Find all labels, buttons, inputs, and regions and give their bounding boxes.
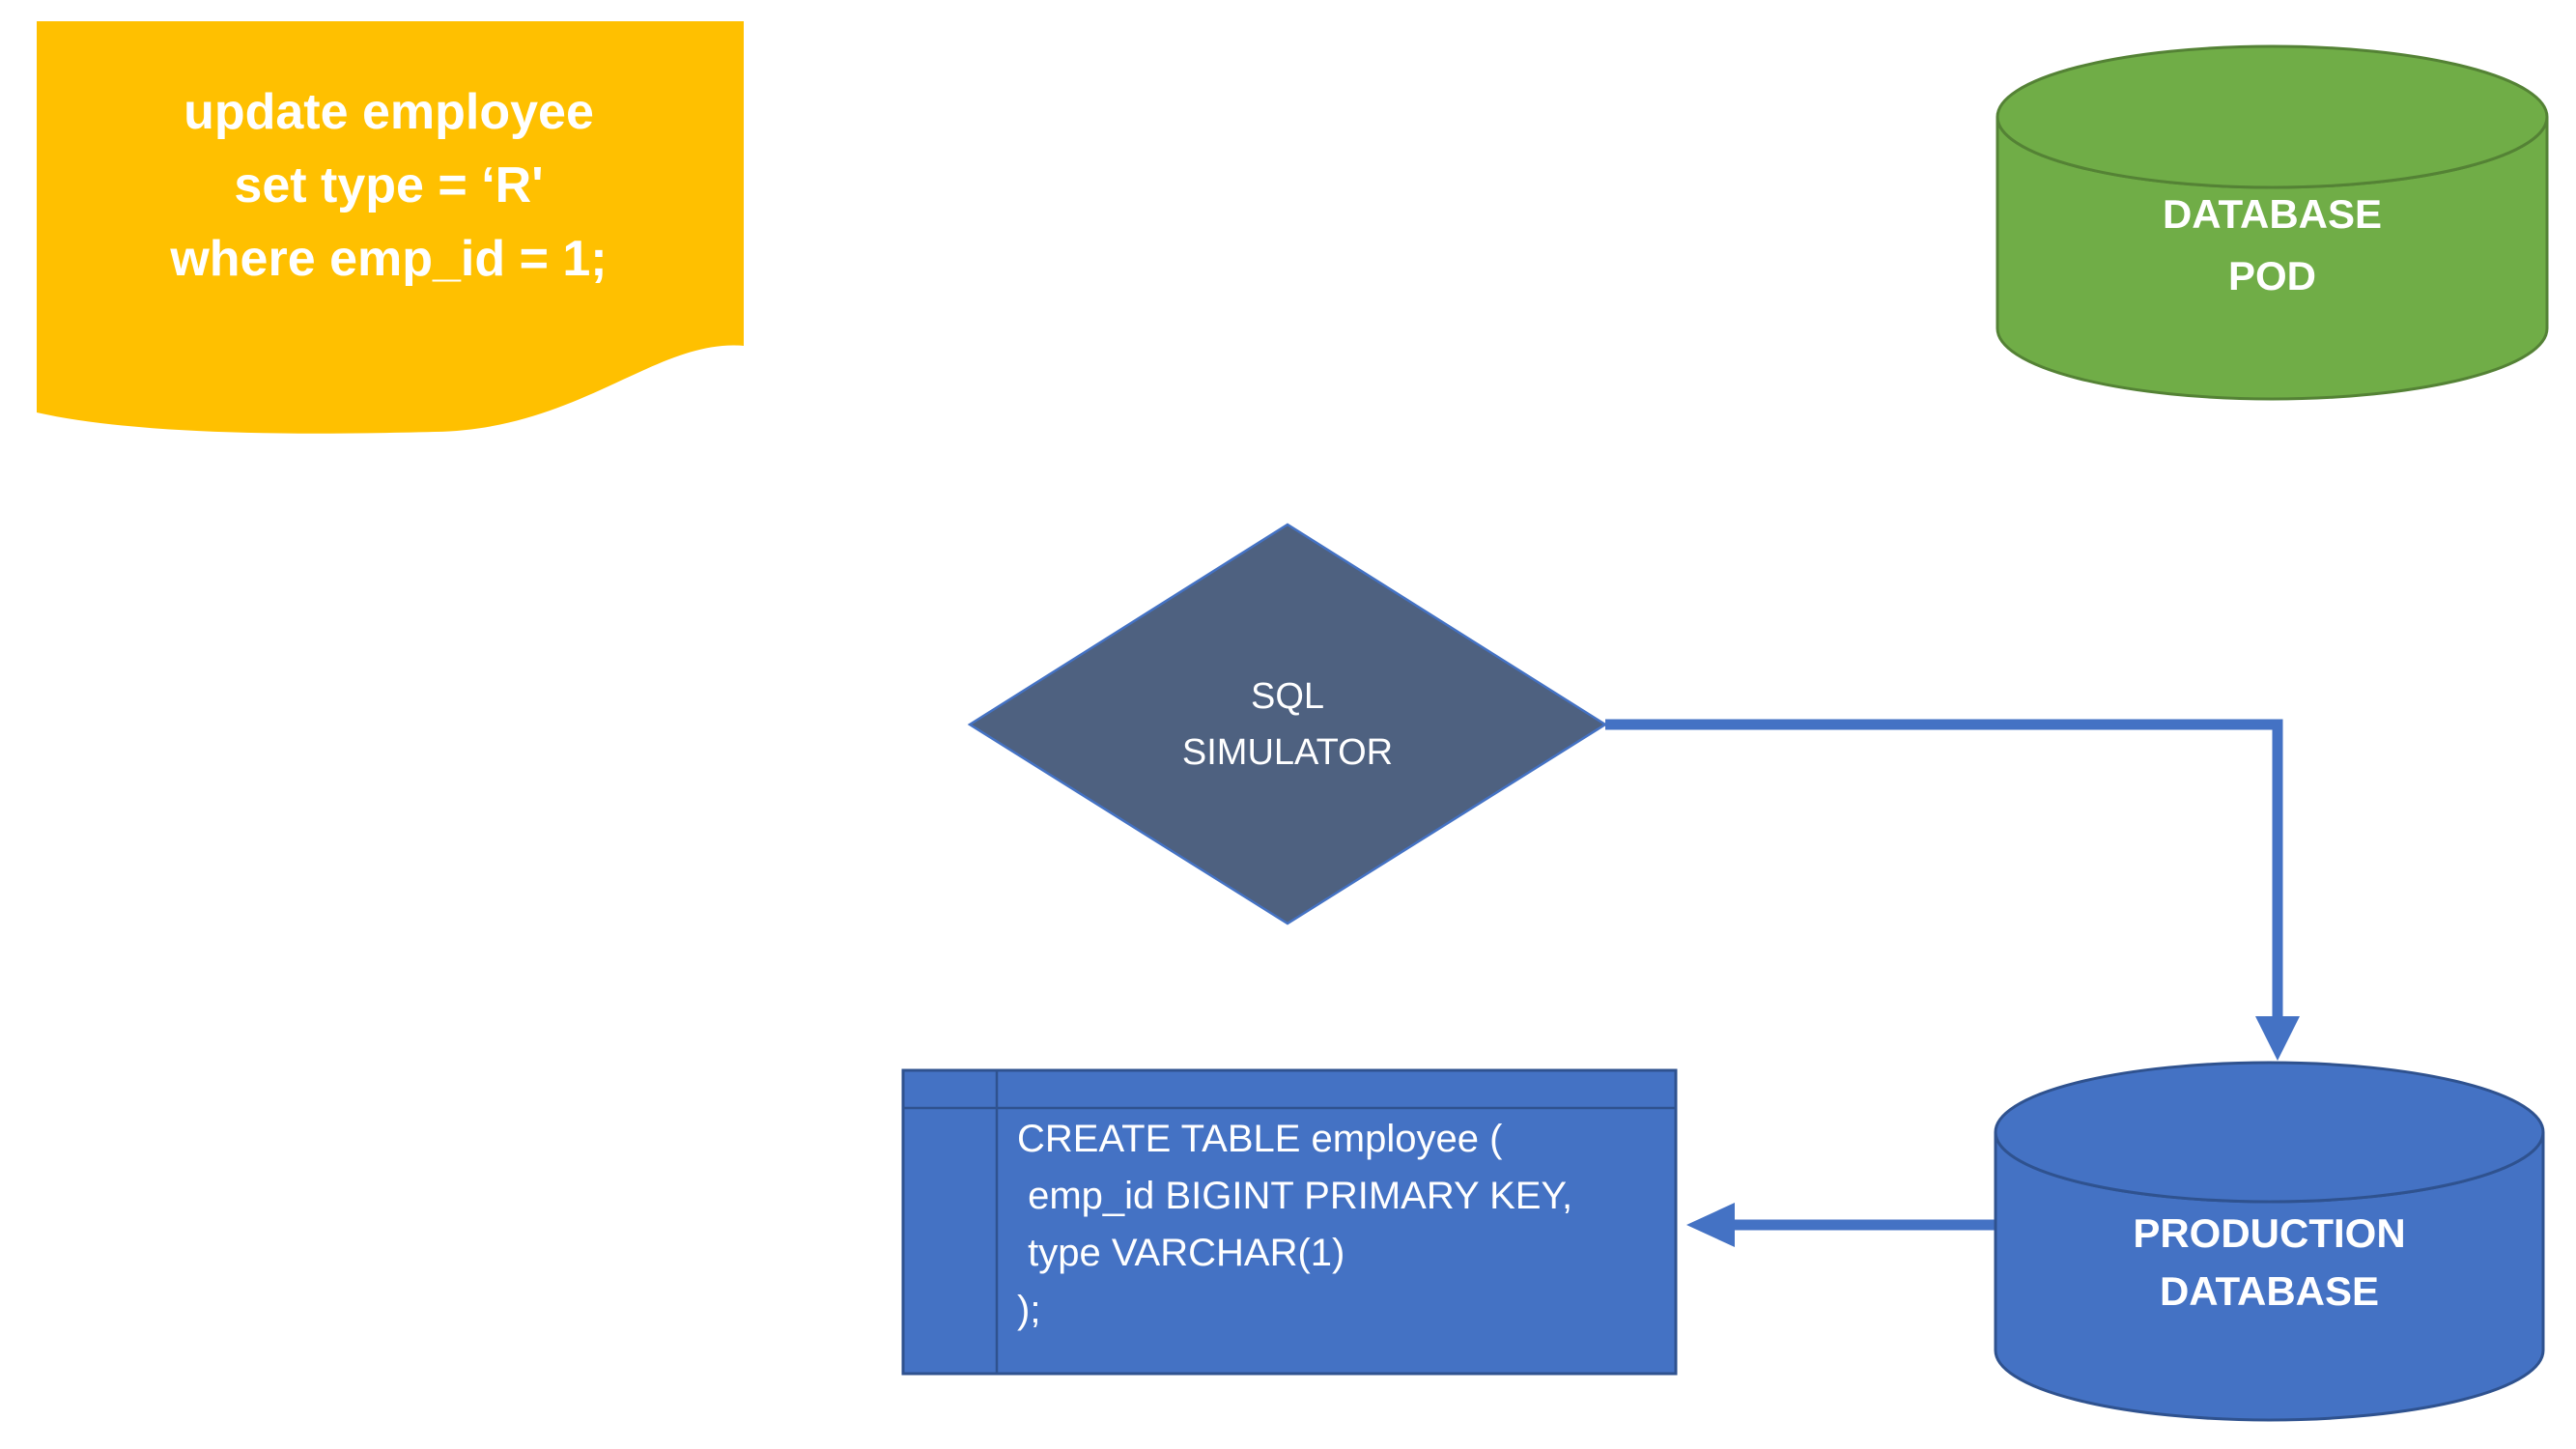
- label-line: SQL: [1250, 676, 1325, 717]
- connector-simulator-to-production: [1605, 719, 2300, 1061]
- left-arrowhead-icon: [1686, 1203, 1735, 1247]
- database-pod-label: DATABASE POD: [1997, 184, 2547, 307]
- code-line: );: [1017, 1289, 1041, 1331]
- production-database-cylinder: [1994, 1061, 2545, 1422]
- label-line: PRODUCTION: [2133, 1210, 2406, 1256]
- note-line: set type = ‘R': [234, 157, 544, 213]
- create-table-box: [901, 1068, 1678, 1376]
- production-database-label: PRODUCTION DATABASE: [1996, 1205, 2543, 1321]
- database-pod-cylinder: [1996, 44, 2549, 401]
- code-line: type VARCHAR(1): [1017, 1232, 1345, 1274]
- code-line: emp_id BIGINT PRIMARY KEY,: [1017, 1175, 1573, 1217]
- connector-elbow-line: [1605, 719, 2283, 1024]
- database-pod-lid: [1996, 44, 2549, 189]
- note-line: where emp_id = 1;: [170, 231, 608, 287]
- label-line: DATABASE: [2159, 1268, 2380, 1314]
- sql-update-note-text: update employee set type = ‘R' where emp…: [34, 75, 744, 296]
- code-line: CREATE TABLE employee (: [1017, 1118, 1503, 1160]
- connector-production-to-box: [1686, 1203, 1996, 1247]
- production-database-lid: [1994, 1061, 2545, 1204]
- note-line: update employee: [184, 84, 594, 140]
- create-table-box-rect: [901, 1068, 1678, 1376]
- sql-update-note-shape: [37, 21, 744, 434]
- label-line: DATABASE: [2162, 191, 2383, 237]
- label-line: POD: [2227, 253, 2316, 298]
- label-line: SIMULATOR: [1181, 732, 1394, 773]
- down-arrowhead-icon: [2255, 1016, 2300, 1061]
- sql-simulator-label: SQL SIMULATOR: [970, 668, 1605, 781]
- create-table-code: CREATE TABLE employee ( emp_id BIGINT PR…: [1017, 1111, 1655, 1339]
- sql-simulator-diamond: [967, 523, 1608, 925]
